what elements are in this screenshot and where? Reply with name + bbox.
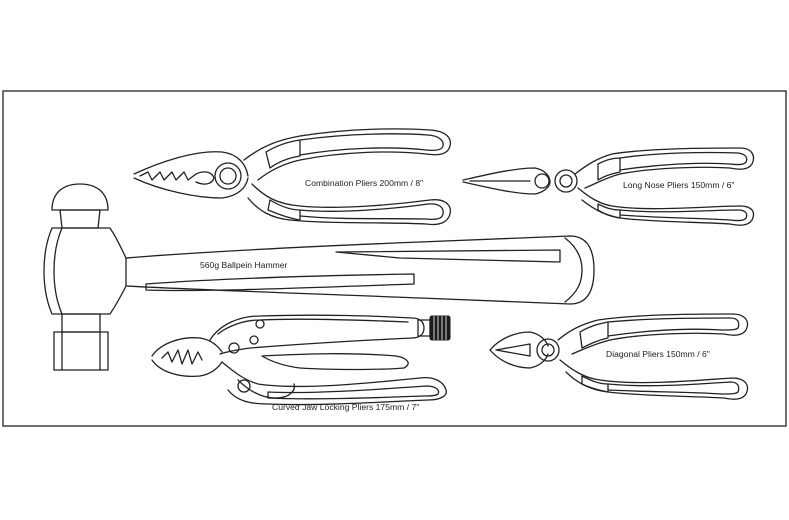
tray-border xyxy=(2,90,787,427)
long-nose-pliers-label: Long Nose Pliers 150mm / 6" xyxy=(623,180,734,190)
ballpein-hammer-label: 560g Ballpein Hammer xyxy=(200,260,288,270)
ballpein-hammer: 560g Ballpein Hammer xyxy=(43,183,595,371)
diagonal-pliers: Diagonal Pliers 150mm / 6" xyxy=(489,313,749,400)
locking-pliers-adjust-screw xyxy=(429,315,451,341)
diagonal-pliers-label: Diagonal Pliers 150mm / 6" xyxy=(606,349,710,359)
long-nose-pliers: Long Nose Pliers 150mm / 6" xyxy=(462,147,755,226)
locking-pliers-label: Curved Jaw Locking Pliers 175mm / 7" xyxy=(272,402,419,412)
combination-pliers-label: Combination Pliers 200mm / 8" xyxy=(305,178,423,188)
combination-pliers: Combination Pliers 200mm / 8" xyxy=(133,128,452,226)
locking-pliers: Curved Jaw Locking Pliers 175mm / 7" xyxy=(151,314,451,412)
